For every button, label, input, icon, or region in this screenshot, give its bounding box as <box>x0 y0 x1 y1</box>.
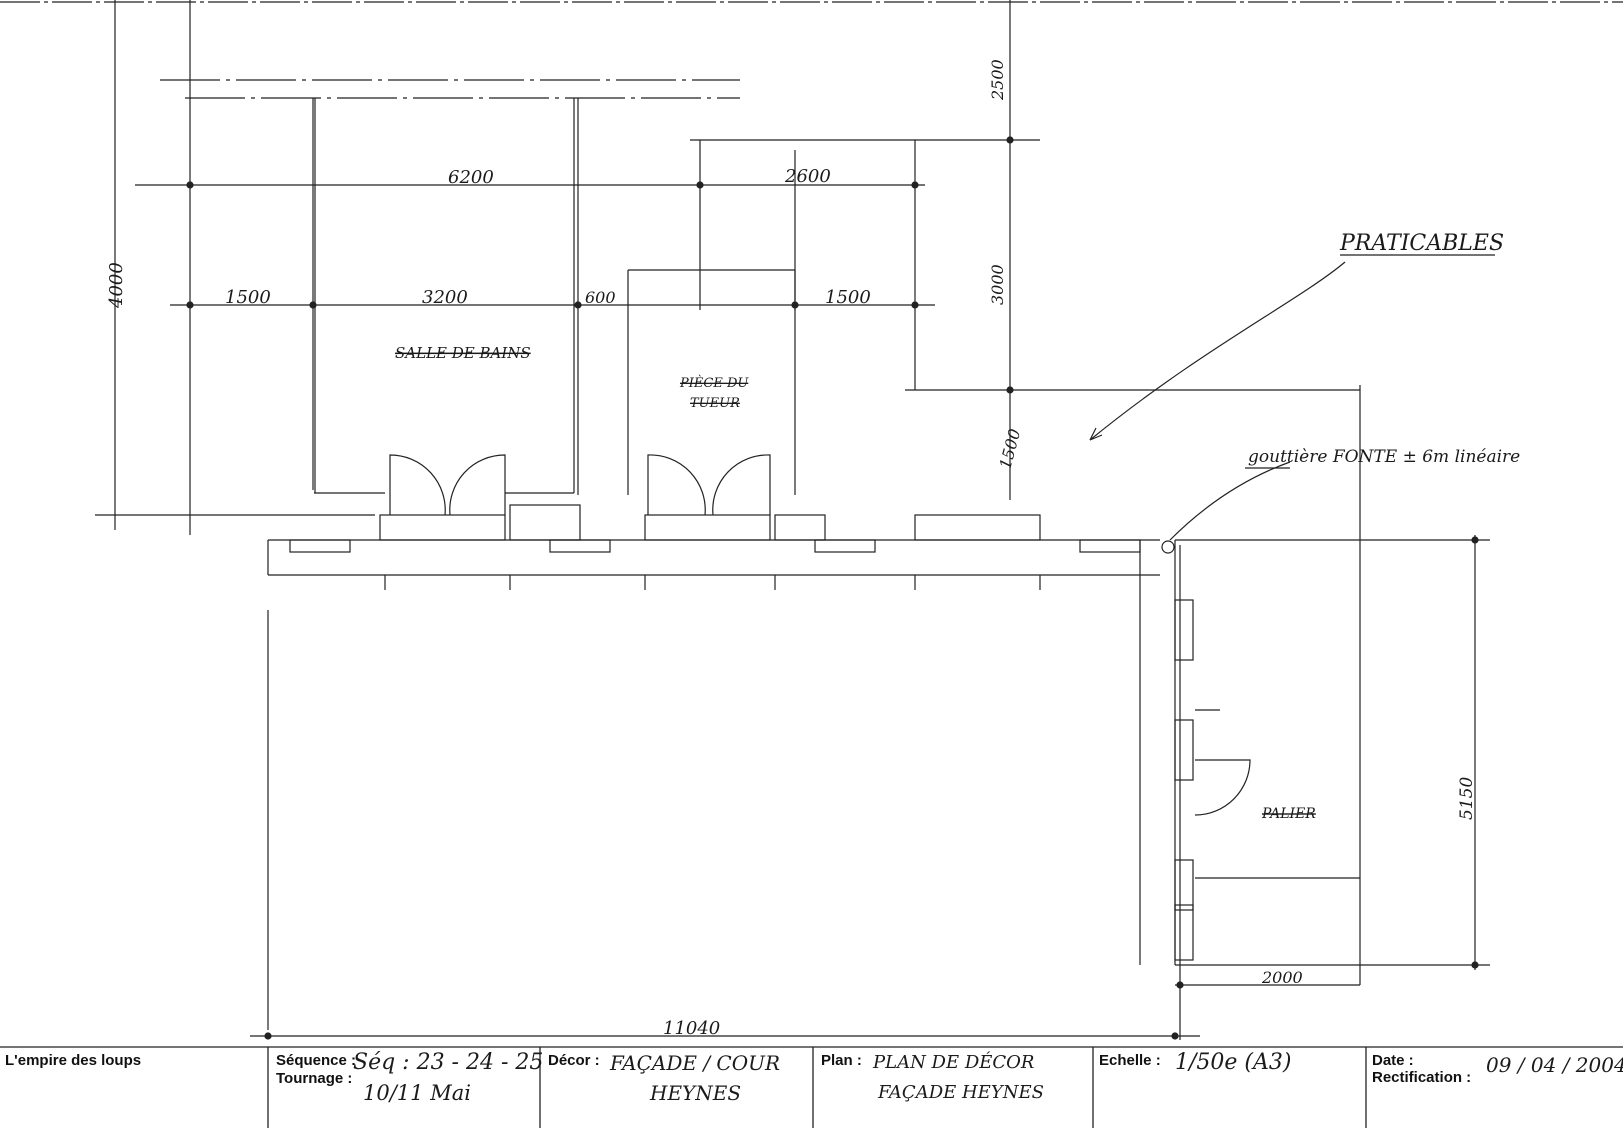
dim-5150: 5150 <box>1457 777 1477 820</box>
date-cell: Date : Rectification : 09 / 04 / 2004 <box>1366 1043 1623 1128</box>
dim-1500-right: 1500 <box>825 287 871 308</box>
decor-value-line2: HEYNES <box>650 1081 742 1105</box>
dim-600: 600 <box>585 288 616 307</box>
dim-11040: 11040 <box>663 1018 720 1039</box>
tournage-label: Tournage : <box>276 1070 353 1087</box>
dim-2000: 2000 <box>1261 968 1303 987</box>
dim-3000: 3000 <box>988 264 1007 305</box>
dim-6200: 6200 <box>448 167 494 188</box>
room-piece-du-tueur-line2: TUEUR <box>690 396 740 411</box>
sequence-label: Séquence : <box>276 1052 357 1069</box>
plan-value-line1: PLAN DE DÉCOR <box>873 1052 1035 1073</box>
decor-label: Décor : <box>548 1052 600 1069</box>
sequence-value: Séq : 23 - 24 - 25 <box>353 1050 544 1075</box>
echelle-label: Echelle : <box>1099 1052 1161 1069</box>
decor-value-line1: FAÇADE / COUR <box>610 1051 781 1075</box>
sequence-cell: Séquence : Tournage : Séq : 23 - 24 - 25… <box>268 1043 544 1128</box>
plan-value-line2: FAÇADE HEYNES <box>878 1082 1044 1103</box>
echelle-value: 1/50e (A3) <box>1175 1050 1292 1075</box>
dim-1500-left: 1500 <box>225 287 271 308</box>
title-cell: L'empire des loups <box>0 1043 268 1128</box>
title-block-frame <box>0 1046 1623 1128</box>
rectification-label: Rectification : <box>1372 1069 1472 1086</box>
date-label: Date : <box>1372 1052 1414 1069</box>
dim-2500: 2500 <box>988 59 1007 101</box>
annotation-gouttiere: gouttière FONTE ± 6m linéaire <box>1248 447 1520 467</box>
room-piece-du-tueur-line1: PIÈCE DU <box>679 375 749 391</box>
film-title: L'empire des loups <box>5 1052 142 1069</box>
decor-cell: Décor : FAÇADE / COUR HEYNES <box>540 1043 813 1128</box>
dim-3200: 3200 <box>422 287 468 308</box>
dim-1500-vertical: 1500 <box>996 427 1025 471</box>
dim-4000: 4000 <box>106 262 127 309</box>
dim-2600: 2600 <box>784 166 831 187</box>
date-value: 09 / 04 / 2004 <box>1486 1053 1623 1077</box>
plan-cell: Plan : PLAN DE DÉCOR FAÇADE HEYNES <box>813 1043 1093 1128</box>
echelle-cell: Echelle : 1/50e (A3) <box>1093 1043 1366 1128</box>
title-block: L'empire des loups Séquence : Tournage :… <box>0 1043 1623 1128</box>
room-palier: PALIER <box>1261 806 1316 822</box>
plan-label: Plan : <box>821 1052 862 1069</box>
tournage-value: 10/11 Mai <box>363 1081 471 1105</box>
room-salle-de-bains: SALLE DE BAINS <box>395 344 531 362</box>
annotation-praticables: PRATICABLES <box>1339 231 1504 256</box>
